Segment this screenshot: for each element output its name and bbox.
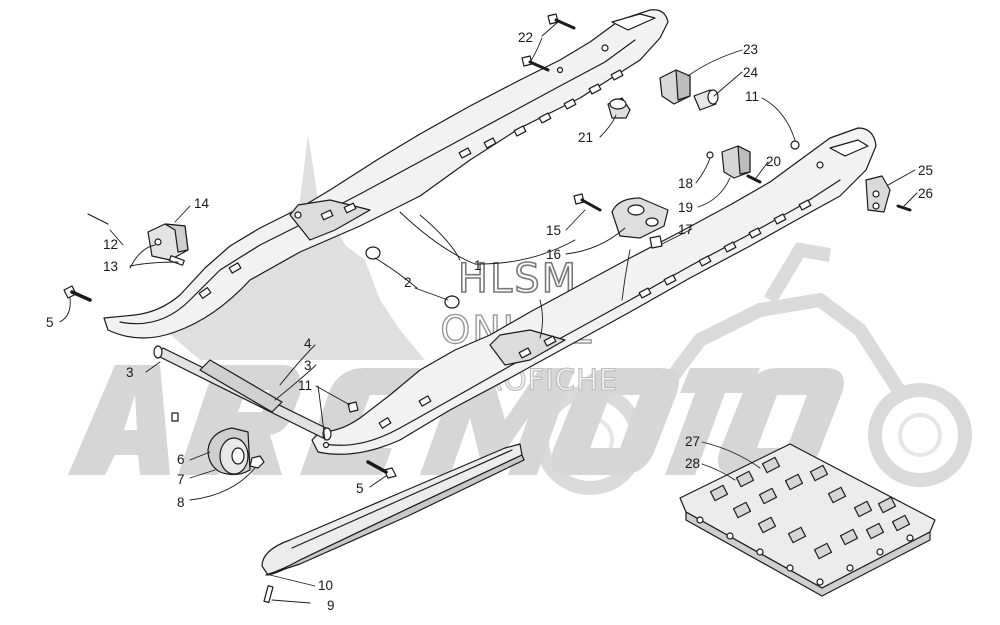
callout-14: 14	[194, 196, 210, 211]
bolt-5-lower	[366, 460, 397, 479]
idler-wheel	[207, 427, 251, 476]
callout-22: 22	[518, 30, 533, 45]
callout-3-right: 3	[304, 358, 312, 373]
callout-labels: 1 2 3 3 4 5 5 6 7 8 9 10 11 11 12 13 14 …	[46, 30, 933, 613]
callout-7: 7	[177, 472, 185, 487]
washer-2a	[365, 246, 381, 260]
cross-shaft	[153, 345, 332, 441]
callout-12: 12	[103, 237, 118, 252]
nut-17	[649, 235, 663, 249]
callout-24: 24	[743, 65, 759, 80]
wear-strip	[261, 443, 525, 604]
rail-rear-left	[103, 9, 669, 339]
screw-9	[263, 585, 274, 604]
track-section	[679, 443, 936, 597]
callout-9: 9	[327, 598, 335, 613]
bushing-24	[693, 89, 719, 111]
callout-21: 21	[578, 130, 593, 145]
callout-5-left: 5	[46, 315, 54, 330]
callout-17: 17	[678, 222, 693, 237]
parts-layer	[59, 9, 936, 604]
bumper-19	[721, 145, 751, 179]
nut-11-upper	[790, 140, 800, 150]
brand-text: ArcMoto	[420, 468, 428, 471]
bracket-16	[611, 197, 669, 239]
callout-11-upper: 11	[745, 89, 759, 104]
callout-19: 19	[678, 200, 693, 215]
bracket-25	[865, 175, 891, 213]
callout-2: 2	[404, 275, 412, 290]
nut-11-lower	[347, 401, 359, 413]
bolt-6	[171, 412, 179, 422]
callout-25: 25	[918, 163, 933, 178]
bumper-bracket-14	[87, 213, 189, 266]
callout-20: 20	[766, 154, 781, 169]
callout-13: 13	[103, 259, 118, 274]
bolt-5-upper	[63, 285, 92, 302]
bolt-26	[896, 204, 912, 212]
leader-lines	[59, 21, 918, 604]
washer-2b	[444, 295, 460, 309]
bolt-20	[746, 174, 762, 184]
rail-front-right	[311, 127, 877, 455]
callout-1: 1	[474, 258, 482, 273]
callout-23: 23	[743, 42, 758, 57]
callout-27: 27	[685, 434, 700, 449]
nut-8	[249, 455, 265, 469]
nut-18	[706, 151, 714, 159]
callout-8: 8	[177, 495, 185, 510]
callout-11-lower: 11	[298, 378, 312, 393]
callout-10: 10	[318, 578, 333, 593]
callout-4: 4	[304, 336, 312, 351]
callout-26: 26	[918, 186, 933, 201]
callout-6: 6	[177, 452, 185, 467]
callout-3-left: 3	[126, 365, 134, 380]
callout-16: 16	[546, 247, 561, 262]
callout-5-lower: 5	[356, 481, 364, 496]
bumper-21	[607, 97, 631, 119]
bumper-23	[659, 69, 691, 105]
callout-15: 15	[546, 223, 561, 238]
callout-28: 28	[685, 456, 700, 471]
callout-18: 18	[678, 176, 693, 191]
